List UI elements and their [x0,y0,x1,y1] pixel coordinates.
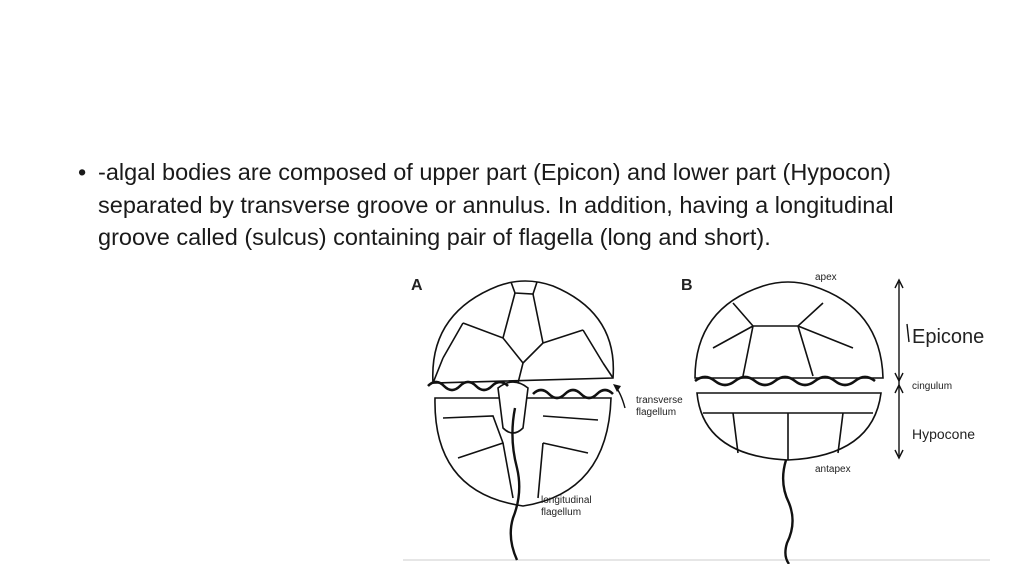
apex-label: apex [815,272,837,283]
cingulum-label: cingulum [912,381,952,392]
dinoflagellate-figure: A transverse flagellum [403,268,990,564]
longitudinal-flagellum-label-2: flagellum [541,507,581,518]
cell-a [427,280,615,561]
transverse-flagellum-label-1: transverse [636,395,683,406]
dinoflagellate-diagram: A transverse flagellum [403,268,990,564]
hypocone-label: Hypocone [912,426,975,442]
epicone-label: Epicone [912,326,984,348]
transverse-flagellum-label-2: flagellum [636,407,676,418]
scale-bars [894,278,910,460]
panel-a-label: A [411,277,423,294]
bullet-dot: • [78,159,87,185]
bullet-item: • -algal bodies are composed of upper pa… [78,156,938,254]
antapex-label: antapex [815,464,851,475]
cell-b [694,281,884,564]
longitudinal-flagellum-label-1: longitudinal [541,495,592,506]
panel-b-label: B [681,277,693,294]
bullet-text: -algal bodies are composed of upper part… [98,159,894,250]
